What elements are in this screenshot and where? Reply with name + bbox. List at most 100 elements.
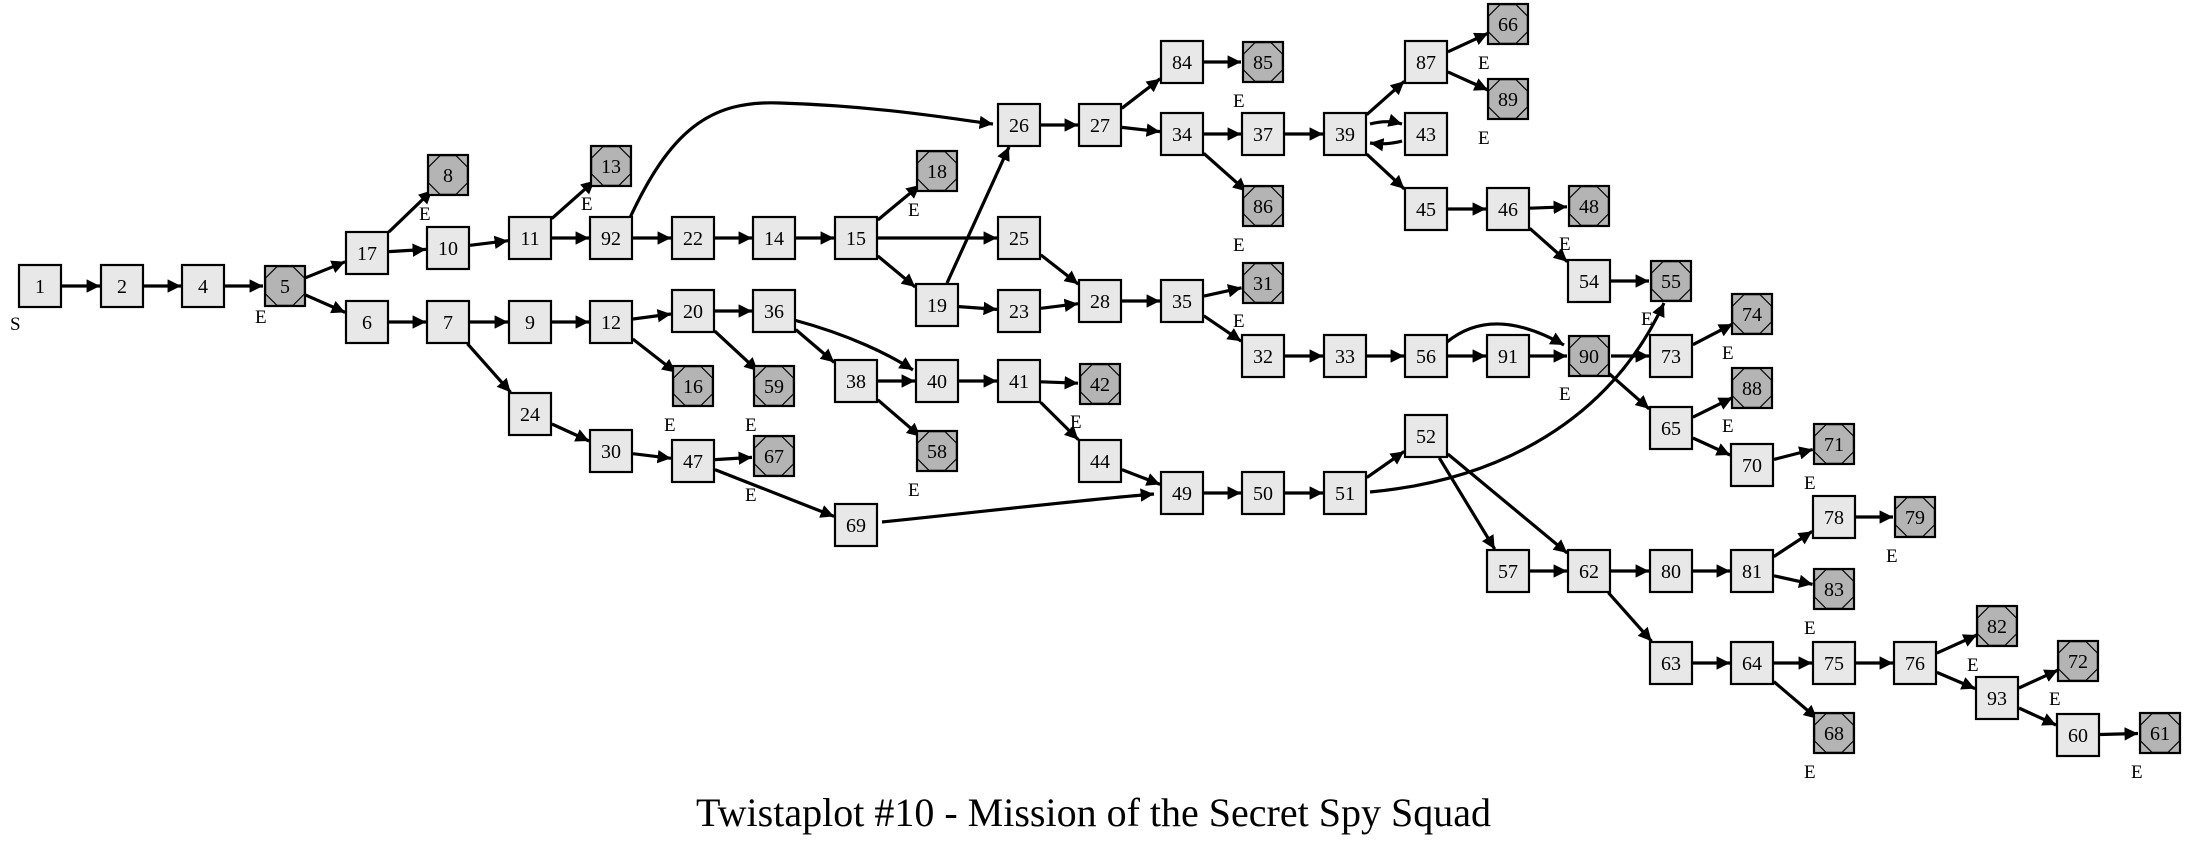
end-node-89: 89E xyxy=(1478,77,1530,149)
edge-93-to-60 xyxy=(2018,706,2057,727)
node-50: 50 xyxy=(1240,470,1286,516)
node-label: 44 xyxy=(1090,451,1110,473)
end-tag: E xyxy=(908,200,920,221)
node-box xyxy=(1648,333,1694,379)
end-tag: E xyxy=(1722,343,1734,364)
node-label: 7 xyxy=(443,312,453,334)
node-43: 43 xyxy=(1403,111,1449,157)
node-label: 71 xyxy=(1824,434,1844,456)
end-tag: E xyxy=(1641,309,1653,330)
octagon-icon xyxy=(1731,368,1773,408)
node-box xyxy=(1974,675,2020,721)
end-tag: E xyxy=(1478,53,1490,74)
end-tag: E xyxy=(1804,762,1816,783)
node-box xyxy=(833,358,879,404)
node-box xyxy=(1403,39,1449,85)
end-node-79: 79E xyxy=(1886,495,1937,567)
node-box xyxy=(1485,333,1531,379)
node-80: 80 xyxy=(1648,548,1694,594)
edge-46-to-48 xyxy=(1529,200,1568,215)
node-47: 47 xyxy=(670,438,716,484)
end-tag: E xyxy=(1070,412,1082,433)
edge-65-to-70 xyxy=(1692,436,1731,457)
edge-76-to-93 xyxy=(1936,670,1976,691)
end-tag: E xyxy=(1886,546,1898,567)
octagon-icon xyxy=(753,366,795,406)
end-node-71: 71E xyxy=(1804,422,1856,494)
octagon-icon xyxy=(1487,3,1529,45)
node-box xyxy=(1648,405,1694,451)
edge-35-to-31 xyxy=(1203,284,1242,298)
node-label: 22 xyxy=(683,228,703,250)
node-20: 20 xyxy=(670,288,716,334)
edge-7-to-24 xyxy=(466,342,512,394)
node-label: 14 xyxy=(764,228,784,250)
node-70: 70 xyxy=(1729,442,1775,488)
node-51: 51 xyxy=(1322,470,1368,516)
node-label: 39 xyxy=(1335,124,1355,146)
node-label: 58 xyxy=(927,441,947,463)
node-label: 78 xyxy=(1824,507,1844,529)
node-93: 93 xyxy=(1974,675,2020,721)
edge-56-to-90 xyxy=(1445,322,1565,347)
node-label: 50 xyxy=(1253,483,1273,505)
node-label: 93 xyxy=(1987,688,2007,710)
end-node-83: 83E xyxy=(1804,567,1856,639)
node-label: 8 xyxy=(443,165,453,187)
octagon-icon xyxy=(1650,261,1692,301)
node-25: 25 xyxy=(996,215,1042,261)
node-label: 34 xyxy=(1172,124,1192,146)
node-label: 56 xyxy=(1416,346,1436,368)
node-label: 82 xyxy=(1987,616,2007,638)
edge-11-to-13 xyxy=(550,179,596,220)
node-box xyxy=(1485,186,1531,232)
octagon-icon xyxy=(1894,497,1936,538)
edge-36-to-40 xyxy=(793,318,914,372)
node-box xyxy=(588,299,634,345)
node-label: 27 xyxy=(1090,115,1110,137)
node-45: 45 xyxy=(1403,186,1449,232)
node-92: 92 xyxy=(588,215,634,261)
octagon-icon xyxy=(1242,186,1284,226)
node-box xyxy=(996,358,1042,404)
node-75: 75 xyxy=(1811,640,1857,686)
end-tag: E xyxy=(1233,91,1245,112)
node-label: 47 xyxy=(683,451,703,473)
end-tag: E xyxy=(2049,689,2061,710)
edge-87-to-66 xyxy=(1447,31,1489,54)
end-tag: E xyxy=(1478,128,1490,149)
edge-76-to-82 xyxy=(1936,633,1978,655)
node-81: 81 xyxy=(1729,548,1775,594)
end-tag: E xyxy=(1722,416,1734,437)
edge-41-to-44 xyxy=(1039,401,1080,441)
node-76: 76 xyxy=(1892,640,1938,686)
edge-60-to-61 xyxy=(2099,727,2139,741)
end-tag: E xyxy=(1804,618,1816,639)
edge-20-to-59 xyxy=(713,329,759,373)
node-label: 63 xyxy=(1661,653,1681,675)
node-label: 87 xyxy=(1416,52,1436,74)
octagon-icon xyxy=(1731,294,1773,334)
octagon-icon xyxy=(1813,424,1855,464)
edge-65-to-88 xyxy=(1692,396,1734,419)
node-box xyxy=(1892,640,1938,686)
node-label: 32 xyxy=(1253,346,1273,368)
edge-12-to-16 xyxy=(631,337,677,374)
node-label: 24 xyxy=(520,404,540,426)
node-label: 62 xyxy=(1579,561,1599,583)
node-15: 15 xyxy=(833,215,879,261)
octagon-icon xyxy=(753,436,795,476)
node-box xyxy=(1729,442,1775,488)
node-label: 73 xyxy=(1661,346,1681,368)
edge-44-to-49 xyxy=(1121,468,1161,486)
node-54: 54 xyxy=(1566,258,1612,304)
node-box xyxy=(1403,111,1449,157)
end-node-8: 8E xyxy=(419,153,470,225)
node-30: 30 xyxy=(588,428,634,474)
node-label: 52 xyxy=(1416,426,1436,448)
node-40: 40 xyxy=(914,358,960,404)
edges-layer xyxy=(62,31,2139,741)
end-node-90: 90E xyxy=(1559,334,1611,405)
octagon-icon xyxy=(590,146,632,186)
node-62: 62 xyxy=(1566,548,1612,594)
